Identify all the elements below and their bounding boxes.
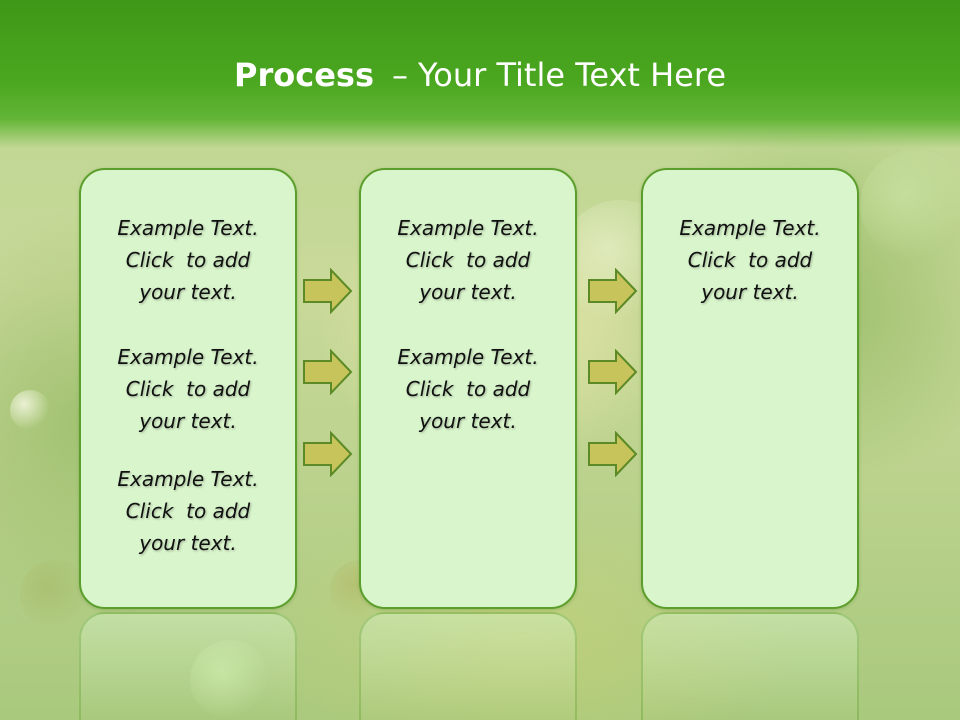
background-cell-shape — [10, 390, 50, 430]
process-box-1[interactable]: Example Text. Click to add your text. Ex… — [79, 168, 297, 609]
text-placeholder[interactable]: Example Text. Click to add your text. — [81, 341, 295, 437]
text-line: Click to add — [125, 248, 251, 272]
text-line: your text. — [139, 409, 237, 433]
box-reflection — [79, 612, 297, 720]
text-line: your text. — [419, 409, 517, 433]
text-line: Click to add — [405, 377, 531, 401]
text-line: Example Text. — [117, 216, 259, 240]
text-placeholder[interactable]: Example Text. Click to add your text. — [643, 212, 857, 308]
text-line: Example Text. — [397, 216, 539, 240]
text-line: Click to add — [405, 248, 531, 272]
text-line: Click to add — [687, 248, 813, 272]
box-reflection — [641, 612, 859, 720]
process-box-2[interactable]: Example Text. Click to add your text. Ex… — [359, 168, 577, 609]
text-line: Click to add — [125, 377, 251, 401]
text-line: Click to add — [125, 499, 251, 523]
text-placeholder[interactable]: Example Text. Click to add your text. — [361, 212, 575, 308]
text-line: your text. — [419, 280, 517, 304]
text-line: Example Text. — [679, 216, 821, 240]
right-arrow-icon[interactable] — [303, 268, 353, 314]
text-placeholder[interactable]: Example Text. Click to add your text. — [81, 212, 295, 308]
right-arrow-icon[interactable] — [588, 268, 638, 314]
right-arrow-icon[interactable] — [588, 431, 638, 477]
right-arrow-icon[interactable] — [588, 349, 638, 395]
text-line: Example Text. — [397, 345, 539, 369]
title-bar — [0, 0, 960, 148]
text-line: your text. — [701, 280, 799, 304]
background-cell-shape — [860, 150, 960, 260]
text-line: Example Text. — [117, 467, 259, 491]
text-line: your text. — [139, 531, 237, 555]
text-line: Example Text. — [117, 345, 259, 369]
background-cell-shape — [190, 640, 270, 720]
title-bold-text: Process — [234, 56, 374, 94]
box-reflection — [359, 612, 577, 720]
process-box-3[interactable]: Example Text. Click to add your text. — [641, 168, 859, 609]
text-placeholder[interactable]: Example Text. Click to add your text. — [81, 463, 295, 559]
text-placeholder[interactable]: Example Text. Click to add your text. — [361, 341, 575, 437]
slide-title[interactable]: Process–Your Title Text Here — [0, 52, 960, 98]
text-line: your text. — [139, 280, 237, 304]
title-separator: – — [391, 56, 408, 94]
right-arrow-icon[interactable] — [303, 431, 353, 477]
background-cell-shape — [20, 560, 90, 630]
title-text: Your Title Text Here — [417, 56, 726, 94]
right-arrow-icon[interactable] — [303, 349, 353, 395]
